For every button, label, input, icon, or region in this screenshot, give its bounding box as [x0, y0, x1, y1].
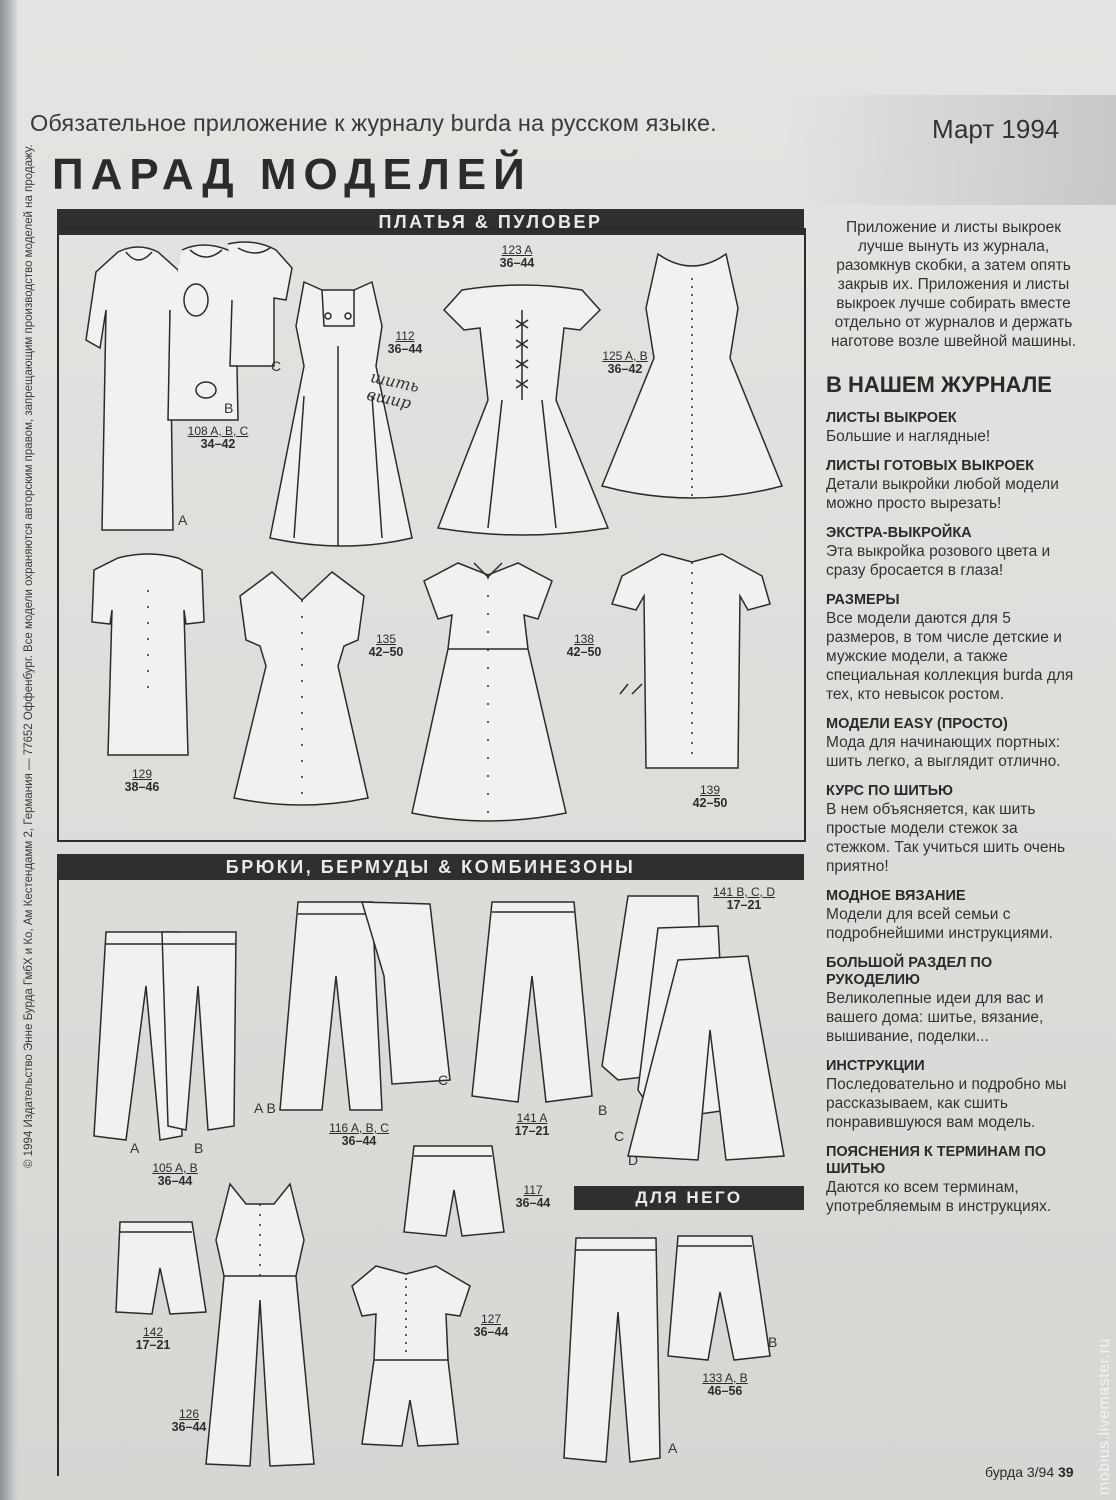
sidebar-item: РАЗМЕРЫ Все модели даются для 5 размеров…	[826, 592, 1081, 704]
watermark: mobius.livemaster.ru	[1096, 1338, 1113, 1495]
model-142-illustration	[112, 1218, 212, 1323]
sidebar-item-text: Даются ко всем терминам, употребляемым в…	[826, 1179, 1052, 1215]
model-141-letter-b: B	[598, 1102, 608, 1118]
sidebar-item-heading: ПОЯСНЕНИЯ К ТЕРМИНАМ ПО ШИТЬЮ	[826, 1144, 1047, 1177]
sidebar-item-text: Великолепные идеи для вас и вашего дома:…	[826, 990, 1044, 1045]
model-129-illustration	[84, 550, 214, 765]
model-108-letter-a: A	[178, 512, 188, 528]
model-117-illustration	[400, 1140, 510, 1245]
sidebar: Приложение и листы выкроек лучше вынуть …	[826, 218, 1081, 1216]
section-dresses-header: ПЛАТЬЯ & ПУЛОВЕР	[57, 209, 804, 235]
section-for-him-header: ДЛЯ НЕГО	[574, 1186, 804, 1210]
supplement-line: Обязательное приложение к журналу burda …	[30, 110, 717, 136]
model-133-letter-b: B	[768, 1334, 778, 1350]
footer-page-number: 39	[1058, 1464, 1074, 1480]
model-108-letter-b: B	[224, 400, 234, 416]
sidebar-item-heading: КУРС ПО ШИТЬЮ	[826, 783, 953, 799]
sidebar-item: ИНСТРУКЦИИ Последовательно и подробно мы…	[826, 1058, 1081, 1132]
sidebar-item: ЛИСТЫ ВЫКРОЕК Большие и наглядные!	[826, 410, 1081, 446]
model-133-illustration	[556, 1232, 786, 1477]
section-trousers-label: БРЮКИ, БЕРМУДЫ & КОМБИНЕЗОНЫ	[225, 857, 636, 877]
model-112-illustration	[264, 276, 424, 561]
section-for-him-label: ДЛЯ НЕГО	[635, 1188, 743, 1207]
section-trousers-header: БРЮКИ, БЕРМУДЫ & КОМБИНЕЗОНЫ	[57, 854, 804, 880]
model-116-letter-ab: A B	[254, 1100, 276, 1116]
model-127-illustration	[346, 1260, 476, 1465]
sidebar-item-heading: МОДЕЛИ EASY (ПРОСТО)	[826, 716, 1008, 732]
model-116-letter-c: C	[438, 1072, 449, 1088]
sidebar-item-text: Детали выкройки любой модели можно прост…	[826, 476, 1059, 512]
sidebar-item-heading: ИНСТРУКЦИИ	[826, 1058, 925, 1074]
model-108-illustration	[78, 240, 298, 545]
sidebar-intro: Приложение и листы выкроек лучше вынуть …	[830, 219, 1076, 350]
model-116-illustration	[276, 896, 456, 1131]
footer-issue: 3/94	[1026, 1464, 1055, 1480]
section-dresses-label: ПЛАТЬЯ & ПУЛОВЕР	[378, 212, 603, 232]
sidebar-item: БОЛЬШОЙ РАЗДЕЛ ПО РУКОДЕЛИЮ Великолепные…	[826, 955, 1081, 1046]
copyright-vertical-text: © 1994 Издательство Энне Бурда ГмбХ и Ко…	[23, 144, 35, 1168]
model-108-letter-c: C	[271, 358, 282, 374]
sidebar-item-heading: ЭКСТРА-ВЫКРОЙКА	[826, 525, 972, 541]
sidebar-item-heading: ЛИСТЫ ГОТОВЫХ ВЫКРОЕК	[826, 458, 1035, 474]
sidebar-item-heading: БОЛЬШОЙ РАЗДЕЛ ПО РУКОДЕЛИЮ	[826, 955, 993, 988]
sidebar-item: МОДНОЕ ВЯЗАНИЕ Модели для всей семьи с п…	[826, 888, 1081, 943]
sidebar-item: ЭКСТРА-ВЫКРОЙКА Эта выкройка розового цв…	[826, 525, 1081, 580]
model-126-illustration	[200, 1180, 320, 1475]
page-title: ПАРАД МОДЕЛЕЙ	[52, 150, 532, 199]
model-125-illustration	[598, 248, 788, 515]
sidebar-item-heading: ЛИСТЫ ВЫКРОЕК	[826, 410, 957, 426]
sidebar-item-text: Модели для всей семьи с подробнейшими ин…	[826, 906, 1053, 942]
model-138-illustration	[408, 555, 568, 830]
model-141-letter-c: C	[614, 1128, 625, 1144]
model-139-illustration	[598, 546, 778, 781]
model-105-illustration	[86, 926, 246, 1161]
sidebar-title: В НАШЕМ ЖУРНАЛЕ	[826, 372, 1052, 397]
model-133-letter-a: A	[668, 1440, 678, 1456]
sidebar-item-heading: РАЗМЕРЫ	[826, 592, 900, 608]
trousers-panel	[57, 866, 804, 1476]
page-footer: бурда 3/94 39	[985, 1464, 1074, 1480]
model-135-illustration	[226, 566, 376, 811]
model-123-illustration	[432, 280, 612, 545]
sidebar-item: КУРС ПО ШИТЬЮ В нем объясняется, как шит…	[826, 783, 1081, 876]
sidebar-item: ЛИСТЫ ГОТОВЫХ ВЫКРОЕК Детали выкройки лю…	[826, 458, 1081, 513]
footer-magazine: бурда	[985, 1464, 1023, 1480]
sidebar-item-text: Эта выкройка розового цвета и сразу брос…	[826, 543, 1051, 579]
model-141a-illustration	[468, 896, 598, 1111]
issue-date: Март 1994	[932, 114, 1060, 144]
model-105-letter-a: A	[130, 1140, 140, 1156]
model-105-letter-b: B	[194, 1140, 204, 1156]
show-through-shadow	[786, 95, 1116, 205]
model-141-letter-d: D	[628, 1152, 639, 1168]
sidebar-item: МОДЕЛИ EASY (ПРОСТО) Мода для начинающих…	[826, 716, 1081, 771]
sidebar-item-text: Мода для начинающих портных: шить легко,…	[826, 734, 1061, 770]
sidebar-item-text: Все модели даются для 5 размеров, в том …	[826, 610, 1074, 703]
sidebar-item-text: Большие и наглядные!	[826, 428, 991, 445]
sidebar-item-heading: МОДНОЕ ВЯЗАНИЕ	[826, 888, 966, 904]
sidebar-item-text: Последовательно и подробно мы рассказыва…	[826, 1076, 1067, 1131]
dresses-panel	[57, 228, 806, 842]
model-141bcd-illustration	[598, 890, 788, 1175]
sidebar-item-text: В нем объясняется, как шить простые моде…	[826, 801, 1066, 875]
page-gutter-shadow	[0, 0, 18, 1500]
sidebar-item: ПОЯСНЕНИЯ К ТЕРМИНАМ ПО ШИТЬЮ Даются ко …	[826, 1144, 1081, 1216]
